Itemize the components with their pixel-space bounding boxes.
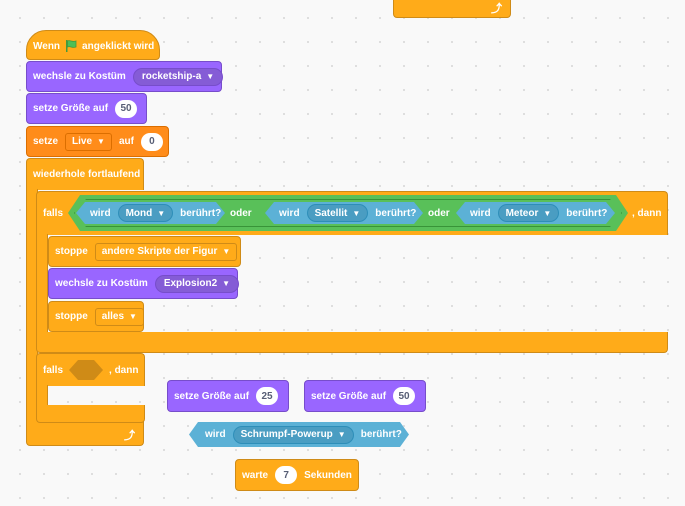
touching-object-dropdown[interactable]: Mond ▼ bbox=[118, 204, 174, 222]
wait-label: warte bbox=[242, 469, 269, 481]
costume-dropdown[interactable]: rocketship-a ▼ bbox=[132, 67, 224, 86]
forever-label: wiederhole fortlaufend bbox=[33, 169, 141, 180]
stop-all-block[interactable]: stoppe alles ▼ bbox=[48, 301, 144, 332]
stop-option-value: andere Skripte der Figur bbox=[101, 246, 218, 257]
variable-dropdown-value: Live bbox=[72, 136, 93, 147]
green-flag-icon bbox=[64, 39, 78, 53]
stop-option-dropdown[interactable]: alles ▼ bbox=[94, 307, 144, 326]
touching-object-dropdown[interactable]: Meteor ▼ bbox=[498, 204, 560, 222]
forever-block-footer[interactable]: ⤴ bbox=[26, 422, 144, 446]
wait-block[interactable]: warte 7 Sekunden bbox=[235, 459, 359, 491]
set-size-block-loose[interactable]: setze Größe auf 50 bbox=[304, 380, 426, 412]
hat-suffix: angeklickt wird bbox=[82, 40, 155, 52]
set-size-block-loose[interactable]: setze Größe auf 25 bbox=[167, 380, 289, 412]
size-input[interactable]: 25 bbox=[256, 387, 279, 405]
set-variable-block[interactable]: setze Live ▼ auf 0 bbox=[26, 126, 169, 157]
set-size-block[interactable]: setze Größe auf 50 bbox=[26, 93, 147, 124]
touching-powerup-block[interactable]: wird Schrumpf-Powerup ▼ berührt? bbox=[189, 422, 409, 447]
switch-costume-block[interactable]: wechsle zu Kostüm Explosion2 ▼ bbox=[48, 268, 240, 299]
loop-arrow-icon: ⤴ bbox=[491, 3, 502, 15]
stop-option-value: alles bbox=[101, 311, 125, 322]
if-block-2-footer bbox=[36, 405, 145, 423]
if-then-label: , dann bbox=[109, 364, 139, 376]
wait-seconds-input[interactable]: 7 bbox=[275, 466, 298, 484]
switch-costume-label: wechsle zu Kostüm bbox=[33, 71, 126, 82]
switch-costume-label: wechsle zu Kostüm bbox=[55, 278, 148, 289]
set-size-label: setze Größe auf bbox=[311, 390, 387, 402]
if-block-2-arm bbox=[36, 385, 48, 407]
stop-option-dropdown[interactable]: andere Skripte der Figur ▼ bbox=[94, 242, 238, 261]
top-partial-block[interactable]: ⤴ bbox=[393, 0, 511, 18]
forever-block-header[interactable]: wiederhole fortlaufend bbox=[26, 158, 144, 190]
or-label-1: oder bbox=[230, 206, 252, 220]
touching-object-dropdown[interactable]: Satellit ▼ bbox=[307, 204, 369, 222]
touching-object-value: Satellit bbox=[314, 207, 348, 219]
set-variable-mid: auf bbox=[118, 136, 134, 147]
touching-pre: wird bbox=[279, 207, 300, 219]
touching-mond-block[interactable]: wird Mond ▼ berührt? bbox=[76, 202, 225, 224]
set-variable-label: setze bbox=[33, 136, 59, 147]
variable-dropdown[interactable]: Live ▼ bbox=[65, 132, 112, 151]
touching-satellit-block[interactable]: wird Satellit ▼ berührt? bbox=[265, 202, 423, 224]
variable-value-input[interactable]: 0 bbox=[140, 132, 163, 151]
stop-label: stoppe bbox=[55, 311, 88, 322]
touching-object-value: Schrumpf-Powerup bbox=[240, 429, 333, 440]
dropdown-caret-icon: ▼ bbox=[222, 279, 231, 288]
if-block-arm bbox=[36, 234, 48, 334]
touching-post: berührt? bbox=[180, 207, 222, 219]
if-then-label: , dann bbox=[632, 207, 662, 219]
if-label: falls bbox=[43, 208, 64, 219]
size-input[interactable]: 50 bbox=[115, 99, 138, 118]
dropdown-caret-icon: ▼ bbox=[352, 208, 361, 218]
stop-block[interactable]: stoppe andere Skripte der Figur ▼ bbox=[48, 236, 241, 267]
size-input[interactable]: 50 bbox=[393, 387, 416, 405]
touching-post: berührt? bbox=[360, 429, 402, 440]
dropdown-caret-icon: ▼ bbox=[206, 72, 215, 81]
or-label-2: oder bbox=[428, 206, 450, 220]
if-block-2-header[interactable]: falls , dann bbox=[36, 353, 145, 386]
costume-dropdown-value: rocketship-a bbox=[141, 71, 202, 82]
empty-condition-slot[interactable] bbox=[69, 360, 103, 380]
set-size-label: setze Größe auf bbox=[174, 390, 250, 402]
touching-pre: wird bbox=[470, 207, 491, 219]
touching-object-value: Mond bbox=[125, 207, 153, 219]
or-label-text: oder bbox=[230, 207, 252, 219]
costume-dropdown[interactable]: Explosion2 ▼ bbox=[154, 274, 240, 293]
dropdown-caret-icon: ▼ bbox=[129, 312, 137, 321]
dropdown-caret-icon: ▼ bbox=[157, 208, 166, 218]
stop-label: stoppe bbox=[55, 246, 88, 257]
set-size-label: setze Größe auf bbox=[33, 103, 109, 114]
touching-object-dropdown[interactable]: Schrumpf-Powerup ▼ bbox=[233, 426, 354, 444]
hat-prefix: Wenn bbox=[33, 40, 61, 52]
touching-meteor-block[interactable]: wird Meteor ▼ berührt? bbox=[456, 202, 615, 224]
touching-post: berührt? bbox=[375, 207, 417, 219]
if-then-label-wrap: , dann bbox=[628, 205, 665, 221]
dropdown-caret-icon: ▼ bbox=[222, 247, 231, 256]
or-label-text: oder bbox=[428, 207, 450, 219]
loop-arrow-icon: ⤴ bbox=[124, 430, 135, 442]
when-flag-clicked-block[interactable]: Wenn angeklickt wird bbox=[26, 30, 160, 60]
touching-post: berührt? bbox=[566, 207, 608, 219]
touching-object-value: Meteor bbox=[505, 207, 539, 219]
dropdown-caret-icon: ▼ bbox=[337, 430, 346, 439]
costume-dropdown-value: Explosion2 bbox=[163, 278, 218, 289]
switch-costume-block[interactable]: wechsle zu Kostüm rocketship-a ▼ bbox=[26, 61, 224, 92]
if-block-footer bbox=[36, 332, 668, 353]
dropdown-caret-icon: ▼ bbox=[97, 137, 105, 146]
dropdown-caret-icon: ▼ bbox=[543, 208, 552, 218]
if-label: falls bbox=[43, 364, 64, 376]
touching-pre: wird bbox=[90, 207, 111, 219]
touching-pre: wird bbox=[205, 429, 226, 440]
wait-unit: Sekunden bbox=[304, 469, 352, 481]
